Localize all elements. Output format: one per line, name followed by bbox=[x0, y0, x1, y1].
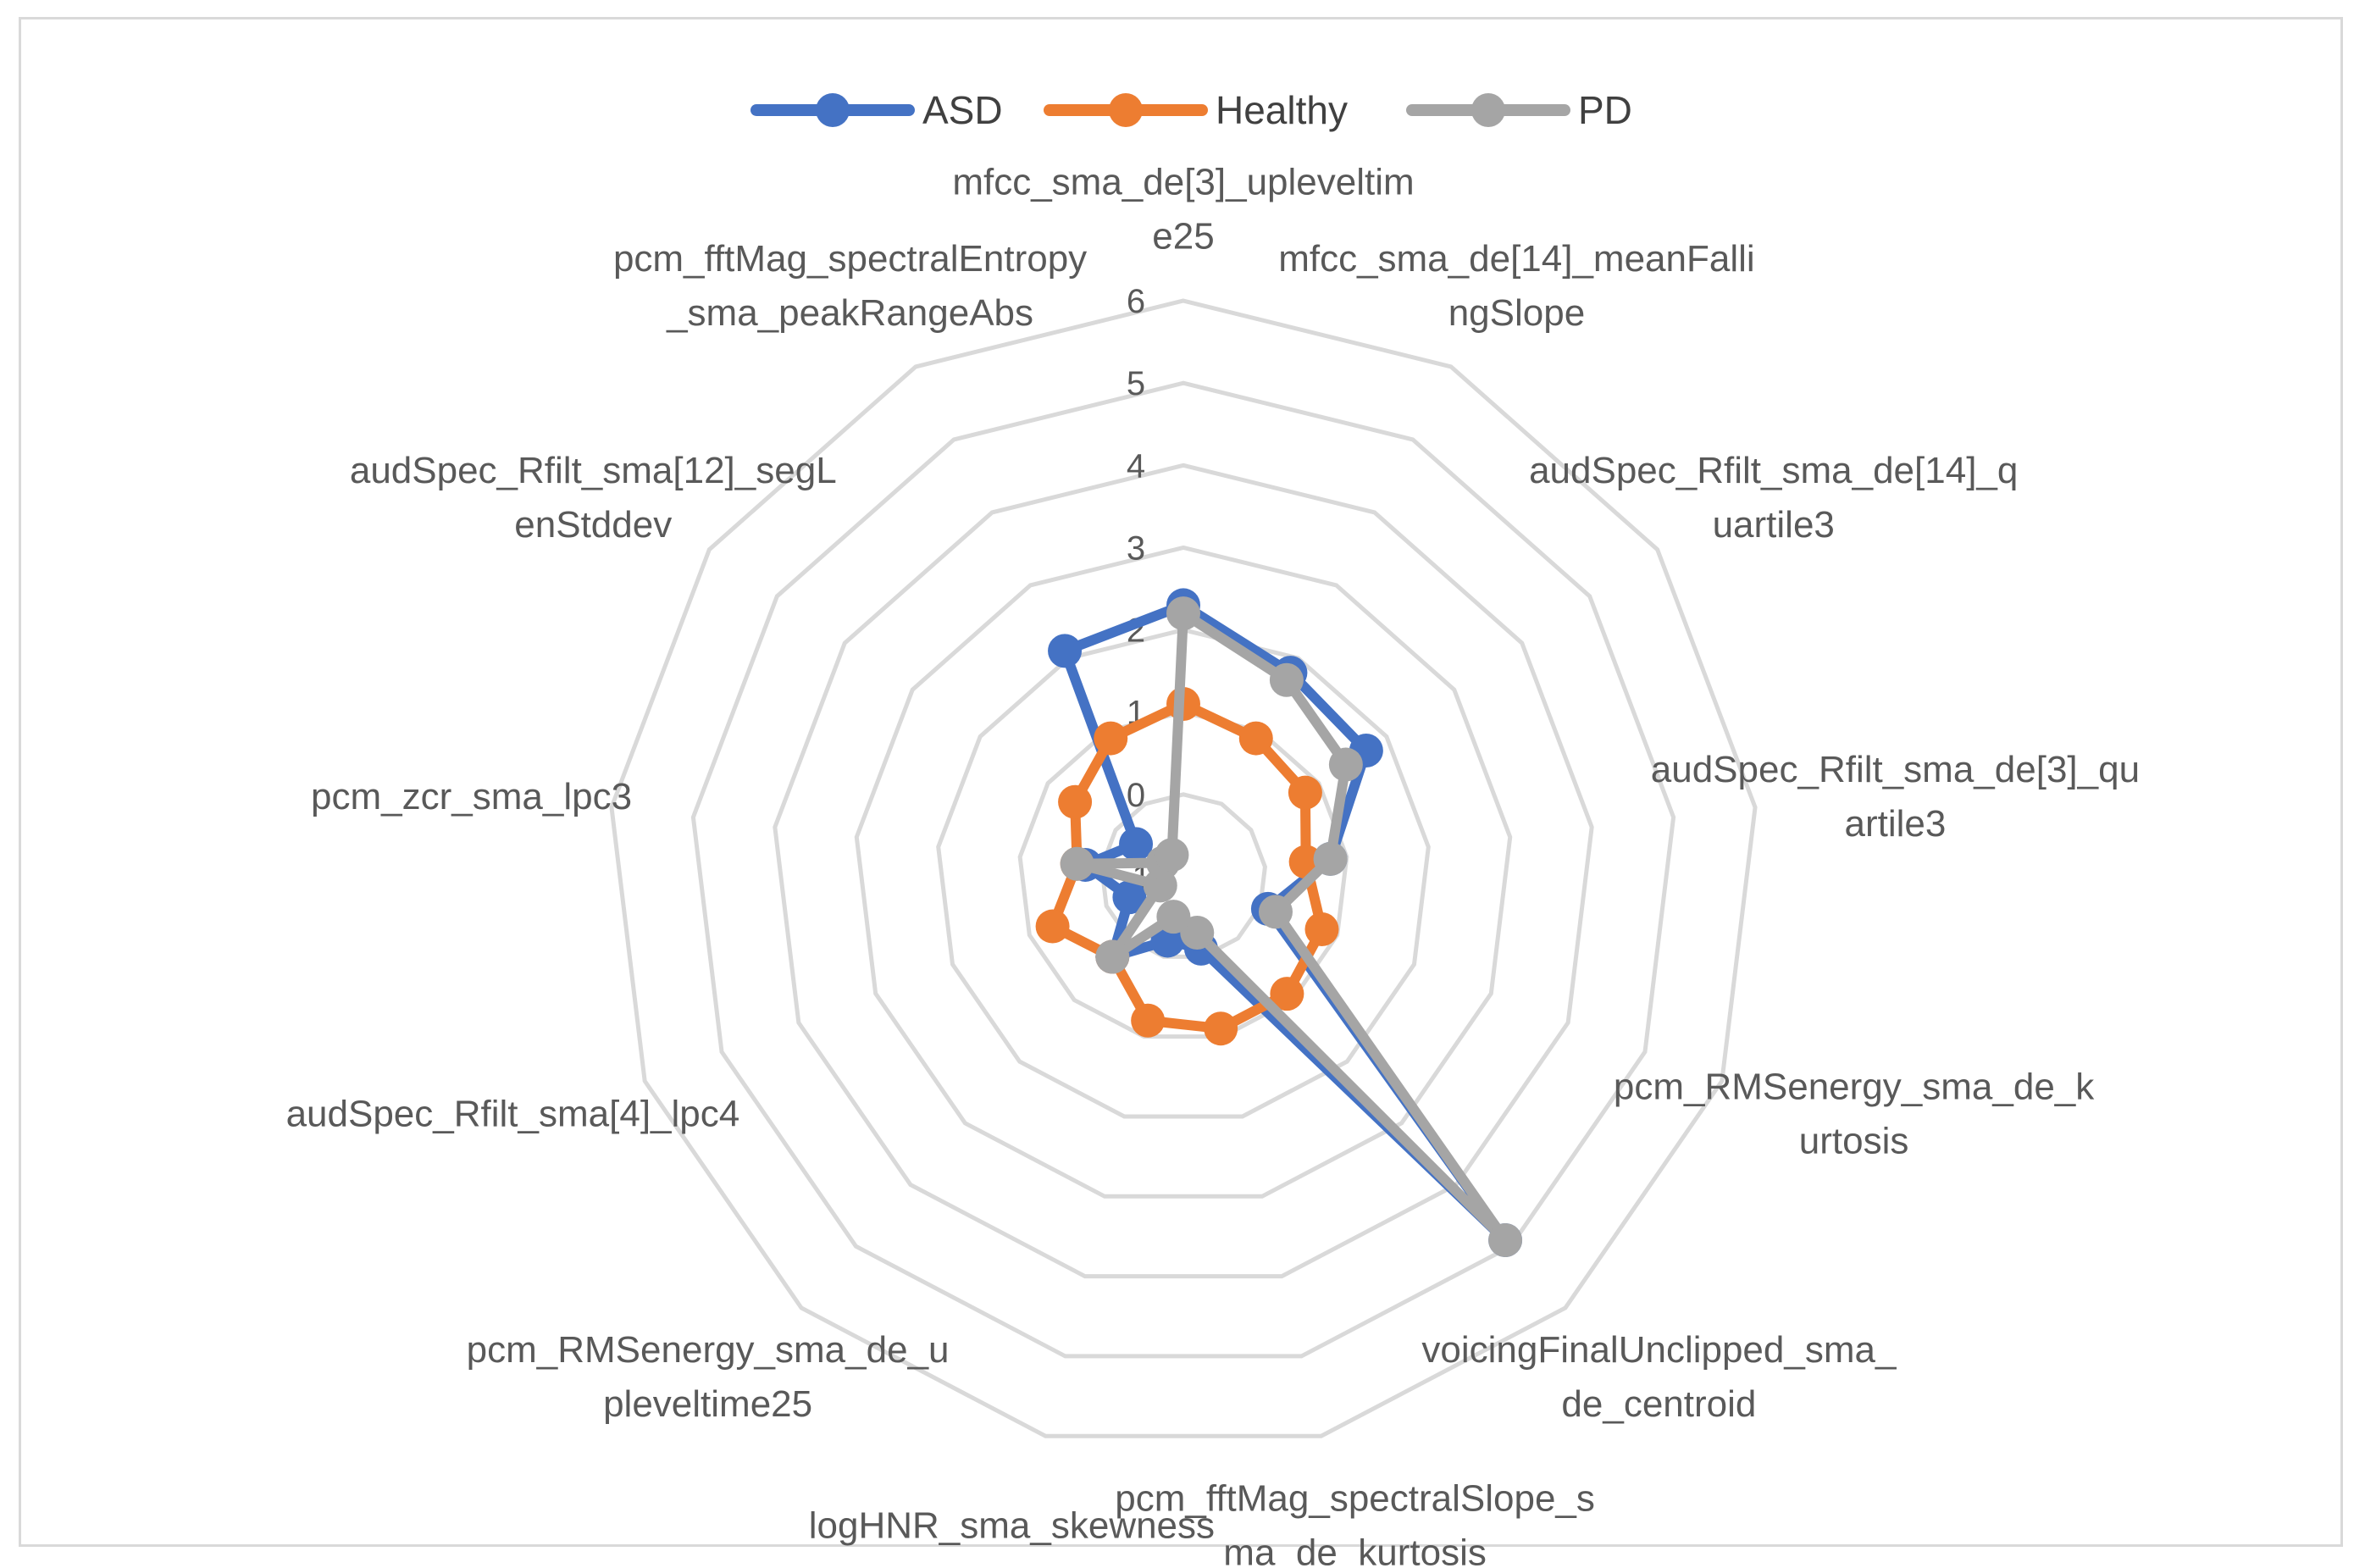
data-point bbox=[1288, 775, 1322, 810]
data-point bbox=[1155, 838, 1189, 873]
data-point bbox=[1094, 721, 1128, 756]
legend-label: ASD bbox=[922, 88, 1003, 132]
radar-grid bbox=[609, 298, 1758, 1438]
category-label: voicingFinalUnclipped_sma_de_centroid bbox=[1421, 1329, 1897, 1425]
tick-label: 3 bbox=[1127, 529, 1145, 567]
grid-ring bbox=[1017, 710, 1349, 1039]
category-label: logHNR_sma_skewness bbox=[809, 1505, 1215, 1547]
legend-marker bbox=[816, 93, 850, 127]
data-point bbox=[1095, 939, 1130, 974]
chart-frame bbox=[19, 17, 2343, 1547]
grid-ring bbox=[690, 380, 1676, 1359]
tick-label: 6 bbox=[1127, 283, 1145, 320]
data-point bbox=[1166, 596, 1200, 631]
data-point bbox=[1304, 912, 1339, 947]
data-point bbox=[1313, 841, 1348, 876]
legend-marker bbox=[1109, 93, 1143, 127]
legend-item-pd: PD bbox=[1406, 88, 1632, 132]
data-point bbox=[1035, 909, 1070, 944]
data-point bbox=[1156, 900, 1191, 934]
series-pd bbox=[1060, 596, 1523, 1258]
tick-label: 0 bbox=[1127, 777, 1145, 814]
tick-label: 4 bbox=[1127, 447, 1145, 485]
category-label: audSpec_Rfilt_sma[4]_lpc4 bbox=[286, 1094, 740, 1135]
category-label: pcm_fftMag_spectralEntropy_sma_peakRange… bbox=[613, 238, 1087, 334]
category-label: pcm_zcr_sma_lpc3 bbox=[311, 776, 632, 817]
grid-ring bbox=[854, 545, 1513, 1199]
data-point bbox=[1258, 895, 1293, 929]
grid-ring bbox=[773, 463, 1594, 1279]
data-point bbox=[1270, 977, 1304, 1011]
data-point bbox=[1119, 827, 1154, 862]
series-lines bbox=[1035, 588, 1523, 1258]
legend-item-asd: ASD bbox=[750, 88, 1003, 132]
legend: ASD Healthy PD bbox=[750, 88, 1632, 132]
data-point bbox=[1238, 721, 1273, 756]
grid-ring bbox=[1099, 792, 1267, 959]
tick-label: 5 bbox=[1127, 365, 1145, 402]
legend-item-healthy: Healthy bbox=[1044, 88, 1348, 132]
data-point bbox=[1060, 846, 1094, 881]
data-point bbox=[1048, 634, 1083, 668]
legend-marker bbox=[1471, 93, 1505, 127]
data-point bbox=[1204, 1011, 1238, 1046]
legend-label: PD bbox=[1578, 88, 1632, 132]
data-point bbox=[1131, 1003, 1166, 1038]
data-point bbox=[1112, 880, 1147, 915]
data-point bbox=[1328, 747, 1363, 782]
data-point bbox=[1488, 1223, 1523, 1258]
data-point bbox=[1269, 662, 1304, 697]
grid-ring bbox=[936, 627, 1431, 1119]
legend-label: Healthy bbox=[1216, 88, 1348, 132]
grid-ring bbox=[609, 298, 1758, 1438]
data-point bbox=[1058, 784, 1093, 819]
